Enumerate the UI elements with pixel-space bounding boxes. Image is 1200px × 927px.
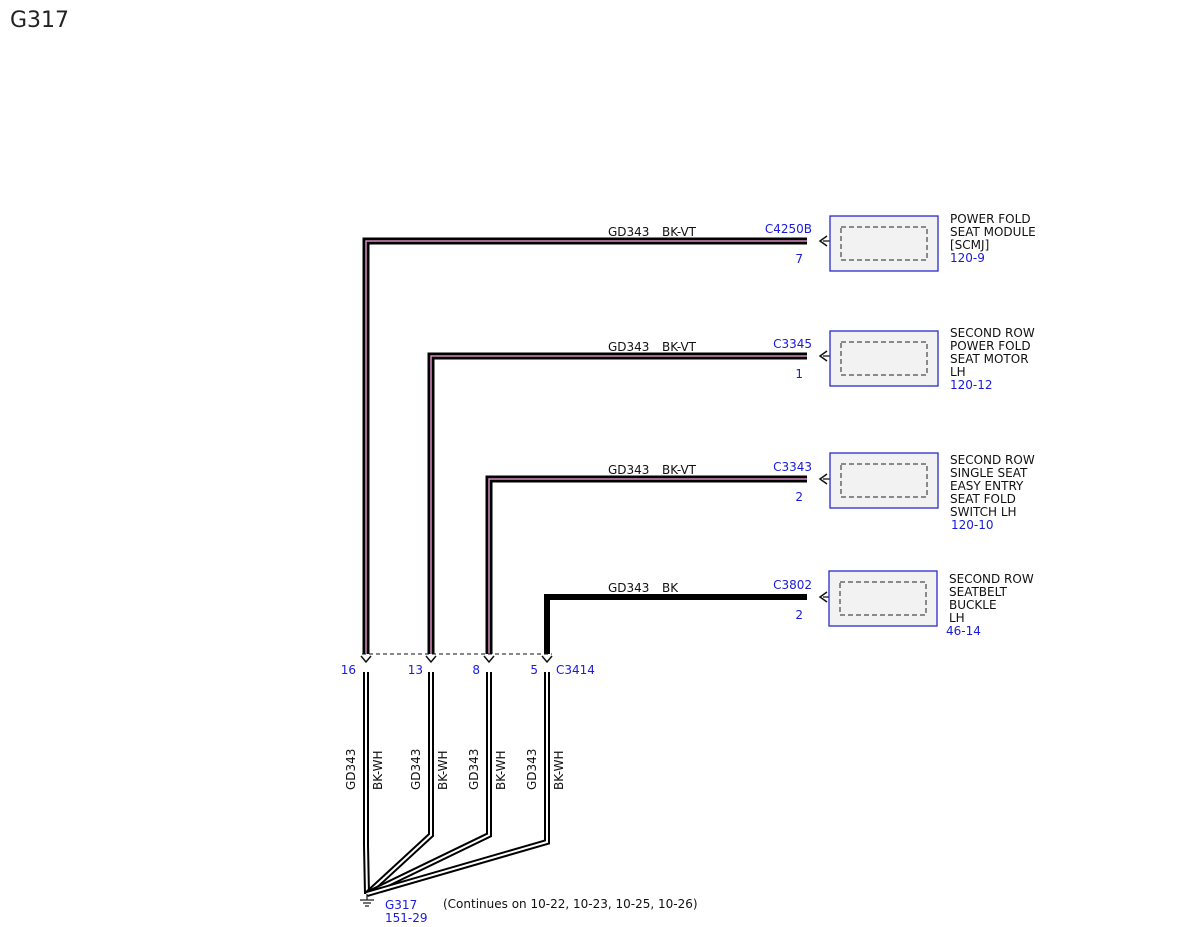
- component-ref: 120-9: [950, 251, 985, 265]
- arrow-icon: [818, 473, 828, 485]
- component-label-line: SEAT MOTOR: [950, 352, 1029, 366]
- wire-stripe-3: [488, 478, 807, 654]
- component-label-line: SEATBELT: [949, 585, 1008, 599]
- splice-arrow-icon: [483, 655, 495, 664]
- wire-4: [544, 594, 807, 654]
- lower-wire-color: BK-WH: [371, 750, 385, 790]
- splice-arrow-icon: [425, 655, 437, 664]
- arrow-icon: [818, 350, 828, 362]
- component-label-line: SECOND ROW: [950, 326, 1035, 340]
- component-label-line: POWER FOLD: [950, 212, 1031, 226]
- splice-pin: 16: [341, 663, 356, 677]
- wire-circuit-label: GD343: [608, 581, 649, 595]
- splice-arrow-icon: [541, 655, 553, 664]
- connector-pin: 1: [795, 367, 803, 381]
- component-box: [829, 215, 939, 272]
- connector-label: C3345: [773, 337, 812, 351]
- component-label-line: LH: [949, 611, 965, 625]
- splice-pin: 13: [408, 663, 423, 677]
- component-label-line: SECOND ROW: [949, 572, 1034, 586]
- connector-label: C3802: [773, 578, 812, 592]
- wire-color-label: BK-VT: [662, 340, 697, 354]
- lower-wire-core-1: [365, 672, 368, 895]
- wire-color-label: BK-VT: [662, 463, 697, 477]
- component-label-line: [SCMJ]: [950, 238, 989, 252]
- page-title: G317: [10, 8, 70, 33]
- arrow-icon: [818, 591, 828, 603]
- connector-pin: 7: [795, 252, 803, 266]
- component-label-line: EASY ENTRY: [950, 479, 1024, 493]
- lower-wire-circuit: GD343: [525, 749, 539, 790]
- component-box: [828, 570, 938, 627]
- connector-label: C3343: [773, 460, 812, 474]
- connector-pin: 2: [795, 490, 803, 504]
- lower-wire-core-3: [366, 672, 490, 895]
- splice-arrow-icon: [360, 655, 372, 664]
- wire-stripe-2: [430, 355, 807, 654]
- component-label-line: SECOND ROW: [950, 453, 1035, 467]
- wire-3: [485, 475, 807, 654]
- ground-name: G317: [385, 898, 417, 912]
- connector-pin: 2: [795, 608, 803, 622]
- arrow-icon: [818, 235, 828, 247]
- component-label-line: SWITCH LH: [950, 505, 1017, 519]
- lower-wire-circuit: GD343: [409, 749, 423, 790]
- lower-wire-color: BK-WH: [436, 750, 450, 790]
- component-label-line: POWER FOLD: [950, 339, 1031, 353]
- lower-wire-core-4: [366, 672, 548, 895]
- component-ref: 120-12: [950, 378, 993, 392]
- component-label-line: SINGLE SEAT: [950, 466, 1028, 480]
- lower-wire-color: BK-WH: [552, 750, 566, 790]
- component-label-line: SEAT FOLD: [950, 492, 1016, 506]
- lower-wire-circuit: GD343: [344, 749, 358, 790]
- wire-stripe-1: [365, 240, 807, 654]
- component-label-line: SEAT MODULE: [950, 225, 1036, 239]
- wire-circuit-label: GD343: [608, 463, 649, 477]
- wire-circuit-label: GD343: [608, 225, 649, 239]
- lower-wire-color: BK-WH: [494, 750, 508, 790]
- connector-label: C4250B: [765, 222, 812, 236]
- ground-ref: 151-29: [385, 911, 428, 925]
- inline-connector-label: C3414: [556, 663, 595, 677]
- wire-circuit-label: GD343: [608, 340, 649, 354]
- component-ref: 120-10: [951, 518, 994, 532]
- component-inner-box: [839, 581, 927, 616]
- ground-note: (Continues on 10-22, 10-23, 10-25, 10-26…: [443, 897, 698, 911]
- component-box: [829, 452, 939, 509]
- component-label-line: LH: [950, 365, 966, 379]
- wire-color-label: BK: [662, 581, 679, 595]
- splice-pin: 8: [472, 663, 480, 677]
- lower-wire-core-2: [366, 672, 432, 895]
- component-inner-box: [840, 226, 928, 261]
- lower-wire-4: [366, 672, 550, 897]
- component-inner-box: [840, 341, 928, 376]
- splice-pin: 5: [530, 663, 538, 677]
- wire-color-label: BK-VT: [662, 225, 697, 239]
- component-box: [829, 330, 939, 387]
- component-label-line: BUCKLE: [949, 598, 997, 612]
- component-ref: 46-14: [946, 624, 981, 638]
- component-inner-box: [840, 463, 928, 498]
- lower-wire-circuit: GD343: [467, 749, 481, 790]
